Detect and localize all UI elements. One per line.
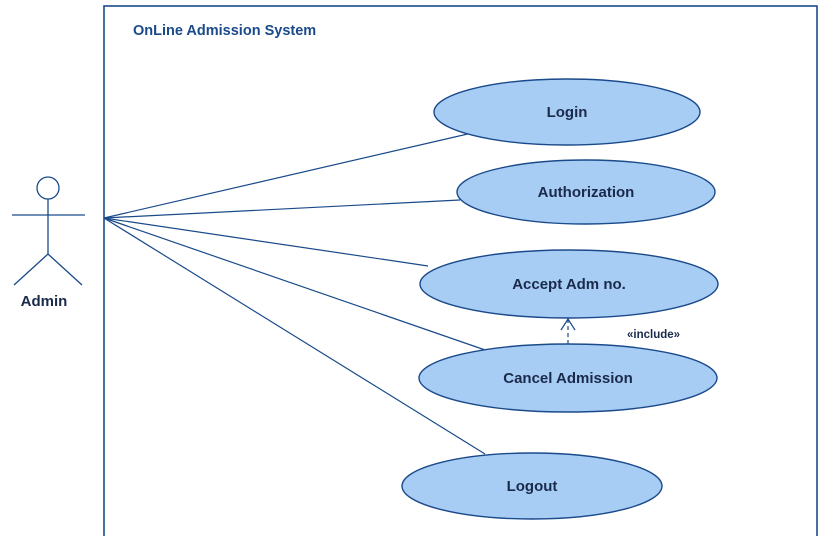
- use-case-accept-adm-no: [419, 249, 719, 319]
- use-case-label: Accept Adm no.: [512, 276, 626, 293]
- association-cancel-admission: [103, 217, 489, 352]
- use-case-label: Cancel Admission: [503, 370, 632, 387]
- use-case-login: [433, 78, 701, 146]
- system-boundary: [103, 5, 818, 536]
- use-case-authorization: [456, 159, 716, 225]
- association-authorization: [103, 199, 461, 219]
- use-case-label: Login: [547, 104, 588, 121]
- include-arrowhead: [560, 317, 576, 331]
- association-accept-adm-no: [103, 217, 429, 267]
- association-logout: [103, 217, 486, 455]
- association-login: [103, 132, 473, 219]
- include-relationship: [560, 317, 576, 344]
- use-case-logout: [401, 452, 663, 520]
- actor-right-leg: [47, 253, 83, 286]
- include-stereotype: «include»: [627, 329, 680, 341]
- actor-name: Admin: [21, 293, 68, 310]
- actor-admin: [12, 176, 85, 286]
- use-case-label: Authorization: [538, 184, 635, 201]
- associations: [103, 132, 489, 455]
- use-case-label: Logout: [507, 478, 558, 495]
- actor-head: [36, 176, 60, 200]
- actor-left-leg: [13, 253, 49, 286]
- system-title: OnLine Admission System: [133, 23, 316, 39]
